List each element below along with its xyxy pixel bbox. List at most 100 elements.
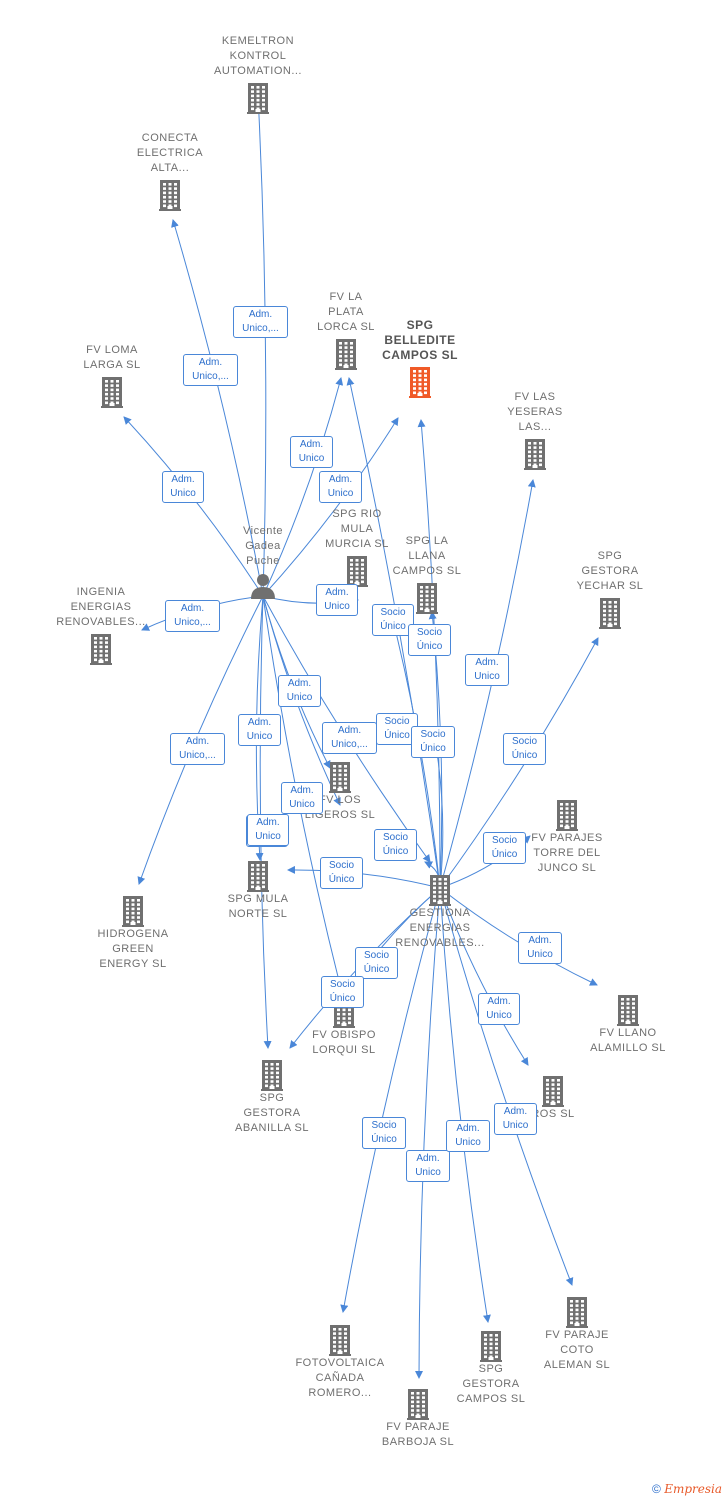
- company-node-kemeltron[interactable]: KEMELTRON KONTROL AUTOMATION...: [198, 34, 318, 114]
- relation-label[interactable]: Socio Único: [408, 624, 451, 656]
- building-icon: [286, 338, 406, 370]
- relation-label[interactable]: Adm. Unico: [247, 814, 289, 846]
- company-node-fvparajecoto[interactable]: FV PARAJE COTO ALEMAN SL: [517, 1293, 637, 1373]
- footer-brand[interactable]: © Empresia: [652, 1482, 722, 1496]
- copyright-symbol: ©: [652, 1482, 661, 1496]
- node-label: SPG RIO MULA MURCIA SL: [325, 508, 389, 550]
- building-icon: [380, 874, 500, 906]
- relation-edge: [262, 377, 344, 597]
- company-node-ingenia[interactable]: INGENIA ENERGIAS RENOVABLES...: [41, 585, 161, 665]
- node-label: SPG GESTORA CAMPOS SL: [456, 1363, 526, 1405]
- company-node-fvparajebarboja[interactable]: FV PARAJE BARBOJA SL: [358, 1385, 478, 1450]
- company-node-hidrogena[interactable]: HIDROGENA GREEN ENERGY SL: [73, 892, 193, 972]
- brand-name: Empresia: [664, 1482, 722, 1496]
- node-label: FV PARAJES TORRE DEL JUNCO SL: [531, 832, 603, 874]
- company-node-spggestorayechar[interactable]: SPG GESTORA YECHAR SL: [550, 549, 670, 629]
- relation-label[interactable]: Adm. Unico: [281, 782, 323, 814]
- company-node-fvlaplata[interactable]: FV LA PLATA LORCA SL: [286, 290, 406, 370]
- hub-company-node[interactable]: GESTIONA ENERGIAS RENOVABLES...: [380, 871, 500, 951]
- relation-label[interactable]: Adm. Unico: [278, 675, 321, 707]
- node-label: FV PARAJE COTO ALEMAN SL: [543, 1329, 611, 1371]
- relation-label[interactable]: Adm. Unico: [316, 584, 358, 616]
- building-icon: [367, 582, 487, 614]
- relation-label[interactable]: Adm. Unico: [478, 993, 520, 1025]
- company-node-spgmulanorte[interactable]: SPG MULA NORTE SL: [198, 857, 318, 922]
- company-node-fvllano[interactable]: FV LLANO ALAMILLO SL: [568, 991, 688, 1056]
- relation-label[interactable]: Socio Único: [362, 1117, 406, 1149]
- node-label: FV LA PLATA LORCA SL: [317, 291, 375, 333]
- company-node-spggestoracampos[interactable]: SPG GESTORA CAMPOS SL: [431, 1327, 551, 1407]
- building-icon: [517, 1296, 637, 1328]
- company-node-fotovoltaica[interactable]: FOTOVOLTAICA CAÑADA ROMERO...: [280, 1321, 400, 1401]
- building-icon: [73, 895, 193, 927]
- node-label: SPG GESTORA YECHAR SL: [576, 550, 644, 592]
- building-icon: [280, 761, 400, 793]
- person-icon: [203, 572, 323, 600]
- building-icon: [568, 994, 688, 1026]
- relation-edge: [262, 417, 399, 597]
- company-node-fvloma[interactable]: FV LOMA LARGA SL: [52, 343, 172, 408]
- relation-label[interactable]: Adm. Unico: [290, 436, 333, 468]
- building-icon: [507, 799, 627, 831]
- relation-label[interactable]: Socio Único: [483, 832, 526, 864]
- company-node-spgbelledite[interactable]: SPG BELLEDITE CAMPOS SL: [360, 318, 480, 398]
- person-node[interactable]: Vicente Gadea Puche: [203, 524, 323, 600]
- building-icon: [360, 366, 480, 398]
- node-label: FV OBISPO LORQUI SL: [312, 1029, 376, 1056]
- node-label: SPG MULA NORTE SL: [227, 893, 289, 920]
- person-label: Vicente Gadea Puche: [243, 525, 283, 567]
- hub-label: GESTIONA ENERGIAS RENOVABLES...: [395, 907, 485, 949]
- relation-label[interactable]: Adm. Unico: [319, 471, 362, 503]
- relation-label[interactable]: Socio Único: [503, 733, 546, 765]
- relation-edge: [287, 865, 441, 889]
- building-icon: [475, 438, 595, 470]
- node-label: SPG BELLEDITE CAMPOS SL: [382, 318, 458, 362]
- relation-edge: [439, 887, 574, 1286]
- company-node-spglallana[interactable]: SPG LA LLANA CAMPOS SL: [367, 534, 487, 614]
- relation-edge: [439, 887, 491, 1323]
- company-node-fvros[interactable]: ROS SL: [493, 1072, 613, 1122]
- relation-label[interactable]: Adm. Unico,...: [233, 306, 288, 338]
- company-node-spggestoraabanilla[interactable]: SPG GESTORA ABANILLA SL: [212, 1056, 332, 1136]
- relation-edge: [340, 887, 441, 1313]
- node-label: HIDROGENA GREEN ENERGY SL: [97, 928, 169, 970]
- relation-label[interactable]: Adm. Unico,...: [165, 600, 220, 632]
- node-label: INGENIA ENERGIAS RENOVABLES...: [56, 586, 146, 628]
- relation-label[interactable]: Socio Único: [355, 947, 398, 979]
- relation-label[interactable]: Adm. Unico: [238, 714, 281, 746]
- building-icon: [431, 1330, 551, 1362]
- node-label: FV PARAJE BARBOJA SL: [381, 1421, 455, 1448]
- relation-label[interactable]: Adm. Unico,...: [183, 354, 238, 386]
- relation-label[interactable]: Adm. Unico: [465, 654, 509, 686]
- company-node-fvlasyeseras[interactable]: FV LAS YESERAS LAS...: [475, 390, 595, 470]
- building-icon: [550, 597, 670, 629]
- relation-label[interactable]: Socio Único: [411, 726, 455, 758]
- relation-edge: [415, 887, 441, 1379]
- relation-label[interactable]: Socio Único: [374, 829, 417, 861]
- relation-edge: [171, 219, 264, 597]
- relation-label[interactable]: Adm. Unico: [446, 1120, 490, 1152]
- company-node-conecta[interactable]: CONECTA ELECTRICA ALTA...: [110, 131, 230, 211]
- relation-label[interactable]: Adm. Unico: [518, 932, 562, 964]
- relation-label[interactable]: Adm. Unico,...: [322, 722, 377, 754]
- relation-label[interactable]: Adm. Unico: [494, 1103, 537, 1135]
- relation-label[interactable]: Socio Único: [372, 604, 414, 636]
- building-icon: [110, 179, 230, 211]
- company-node-fvparajestorre[interactable]: FV PARAJES TORRE DEL JUNCO SL: [507, 796, 627, 876]
- node-label: KEMELTRON KONTROL AUTOMATION...: [214, 35, 302, 77]
- node-label: SPG LA LLANA CAMPOS SL: [392, 535, 462, 577]
- node-label: FV LLANO ALAMILLO SL: [590, 1027, 666, 1054]
- building-icon: [41, 633, 161, 665]
- node-label: SPG GESTORA ABANILLA SL: [235, 1092, 309, 1134]
- building-icon: [280, 1324, 400, 1356]
- building-icon: [493, 1075, 613, 1107]
- relation-label[interactable]: Socio Único: [320, 857, 363, 889]
- relation-label[interactable]: Adm. Unico: [162, 471, 204, 503]
- relation-label[interactable]: Socio Único: [321, 976, 364, 1008]
- node-label: FV LAS YESERAS LAS...: [507, 391, 563, 433]
- building-icon: [212, 1059, 332, 1091]
- relation-label[interactable]: Adm. Unico: [406, 1150, 450, 1182]
- relation-edge: [439, 887, 529, 1066]
- relation-label[interactable]: Adm. Unico,...: [170, 733, 225, 765]
- building-icon: [358, 1388, 478, 1420]
